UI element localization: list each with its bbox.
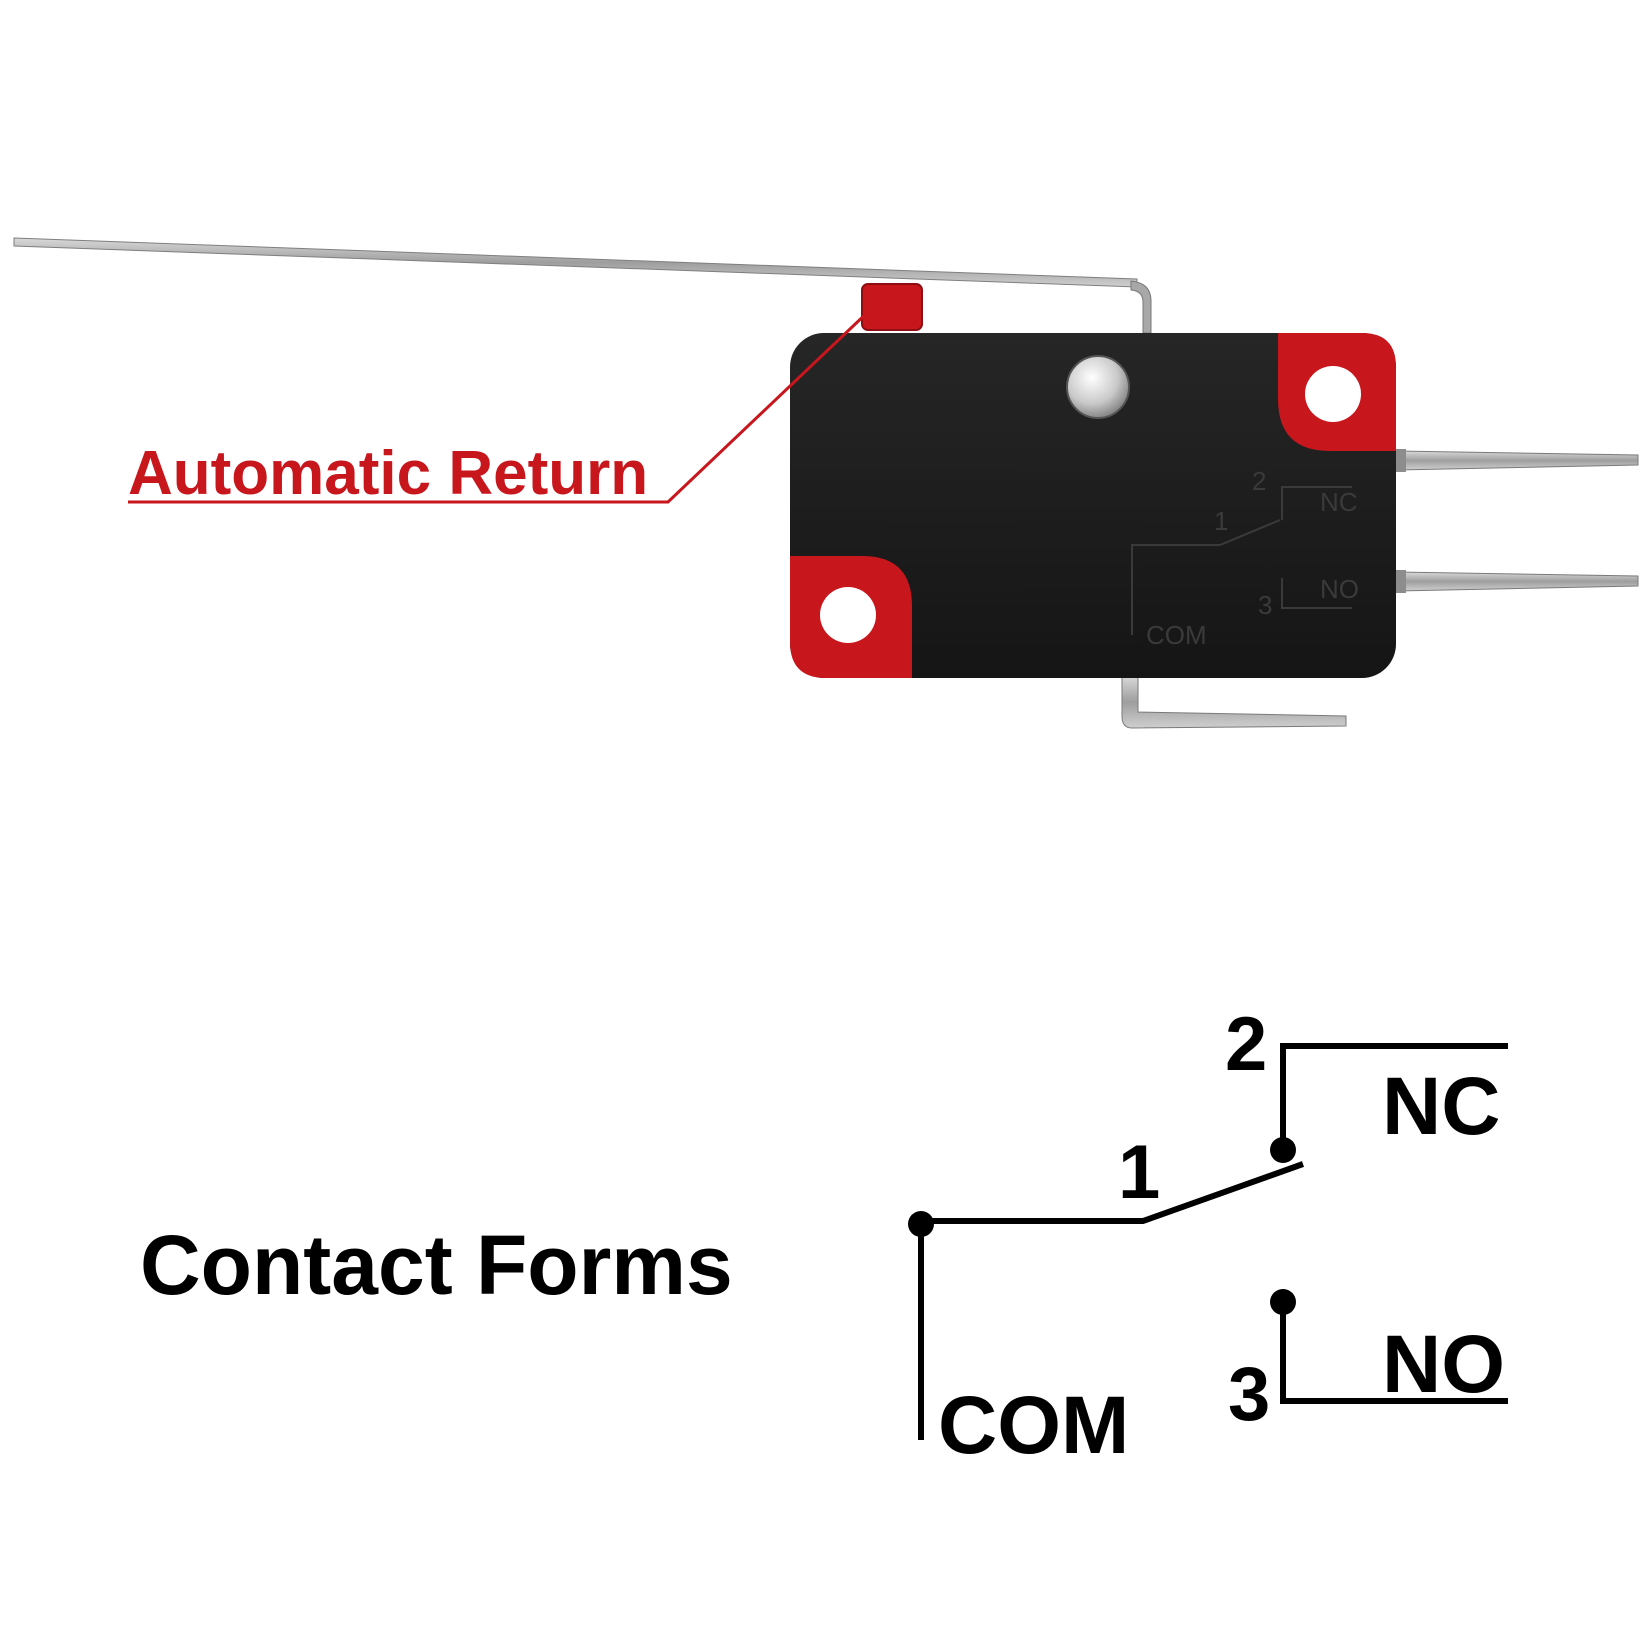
micro-switch: 2 1 3 NC NO COM xyxy=(13,237,1639,729)
lever-arm xyxy=(13,237,1152,334)
actuator-roller xyxy=(861,283,923,331)
no-contact-dot xyxy=(1270,1289,1296,1315)
callout-label: Automatic Return xyxy=(128,439,648,508)
com-node-dot xyxy=(908,1211,934,1237)
contact-forms-heading: Contact Forms xyxy=(140,1218,733,1312)
pin-3-label: 3 xyxy=(1228,1352,1270,1437)
plunger-button xyxy=(1066,355,1130,419)
body-marking-pin1: 1 xyxy=(1214,506,1228,536)
mounting-hole-top xyxy=(1305,366,1361,422)
nc-contact-wire xyxy=(1280,1043,1508,1150)
nc-terminal xyxy=(1393,449,1639,472)
automatic-return-callout: Automatic Return xyxy=(128,308,872,508)
nc-contact-dot xyxy=(1270,1137,1296,1163)
body-marking-nc: NC xyxy=(1320,487,1358,517)
nc-label: NC xyxy=(1382,1061,1500,1152)
no-contact-wire xyxy=(1280,1302,1508,1404)
callout-leader-line xyxy=(128,308,872,504)
pin-2-label: 2 xyxy=(1225,1002,1267,1087)
no-terminal xyxy=(1393,570,1639,593)
no-label: NO xyxy=(1382,1319,1505,1410)
switch-body xyxy=(790,333,1396,678)
body-marking-pin2: 2 xyxy=(1252,466,1266,496)
contact-schematic xyxy=(918,1043,1508,1440)
com-terminal xyxy=(1121,675,1347,729)
body-marking-com: COM xyxy=(1146,620,1207,650)
body-schematic-marking xyxy=(1131,486,1352,635)
pin-1-label: 1 xyxy=(1118,1130,1160,1215)
mounting-hole-bottom xyxy=(820,587,876,643)
body-marking-no: NO xyxy=(1320,574,1359,604)
com-label: COM xyxy=(938,1380,1129,1471)
common-wire xyxy=(921,1161,1305,1224)
body-marking-pin3: 3 xyxy=(1258,590,1272,620)
